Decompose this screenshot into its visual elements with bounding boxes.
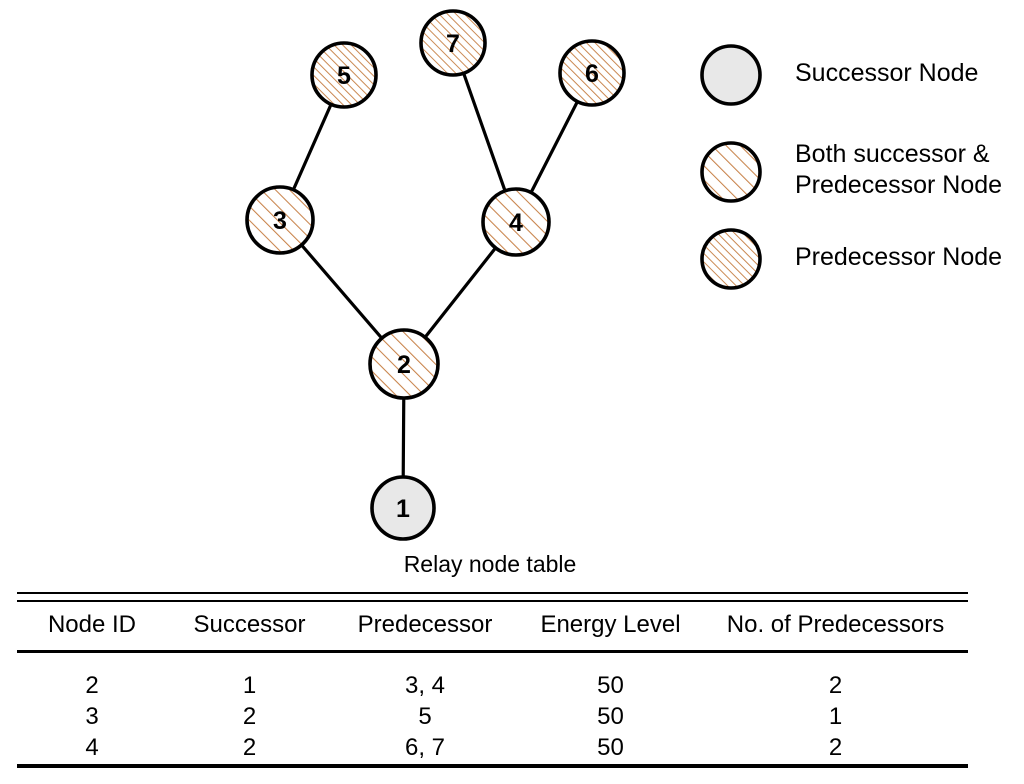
cell-node-id: 2 <box>85 672 99 699</box>
cell-energy-level: 50 <box>597 672 624 699</box>
cell-predecessor: 3, 4 <box>404 672 446 699</box>
node-label-4: 4 <box>509 209 523 237</box>
graph-node-2[interactable]: 2 <box>368 328 440 400</box>
node-label-7: 7 <box>446 30 460 58</box>
legend-label-both: Both successor & Predecessor Node <box>795 140 1003 199</box>
node-label-2: 2 <box>397 351 411 379</box>
node-label-1: 1 <box>396 495 410 523</box>
legend-circle-node-icon-1 <box>700 141 762 203</box>
column-header-predecessor: Predecessor <box>357 611 493 638</box>
table-header-row: Node ID Successor Predecessor Energy Lev… <box>17 602 968 650</box>
node-circle-2 <box>368 328 440 400</box>
graph-edge-1-2 <box>401 395 406 480</box>
table-header-rule <box>17 650 968 653</box>
legend-label-predecessor: Predecessor Node <box>795 243 1003 271</box>
legend-icons <box>700 44 762 290</box>
graph-nodes: 1 2 3 4 5 6 7 <box>245 9 626 541</box>
cell-no-of-predecessors: 2 <box>828 672 843 699</box>
cell-successor: 2 <box>242 703 257 730</box>
column-header-node-id: Node ID <box>47 611 137 638</box>
network-graph: 1 2 3 4 5 6 7 <box>245 9 762 541</box>
node-label-6: 6 <box>585 60 599 88</box>
legend-circle-node-icon-0 <box>700 44 762 106</box>
node-label-3: 3 <box>273 207 287 235</box>
cell-no-of-predecessors: 1 <box>828 703 843 730</box>
node-circle-4 <box>481 187 551 257</box>
node-circle-7 <box>419 9 487 77</box>
legend-circle-node-icon-2 <box>700 228 762 290</box>
cell-node-id: 4 <box>85 734 99 761</box>
graph-edge-2-4 <box>422 245 498 340</box>
node-circle-6 <box>558 39 626 107</box>
column-header-energy-level: Energy Level <box>540 611 681 638</box>
graph-edge-4-7 <box>461 70 507 194</box>
cell-energy-level: 50 <box>597 703 624 730</box>
node-circle-1 <box>370 475 436 541</box>
cell-node-id: 3 <box>85 703 99 730</box>
graph-node-5[interactable]: 5 <box>310 41 378 109</box>
graph-node-4[interactable]: 4 <box>481 187 551 257</box>
node-label-5: 5 <box>337 62 351 90</box>
table-row: 2 1 3, 4 50 2 <box>17 671 968 702</box>
table-top-rule <box>17 592 968 602</box>
graph-edge-2-3 <box>299 242 385 341</box>
graph-node-6[interactable]: 6 <box>558 39 626 107</box>
table-row: 3 2 5 50 1 <box>17 702 968 733</box>
cell-successor: 1 <box>242 672 257 699</box>
table-header-spacer <box>17 653 968 671</box>
cell-successor: 2 <box>242 734 257 761</box>
relay-node-table: Node ID Successor Predecessor Energy Lev… <box>17 592 968 768</box>
cell-predecessor: 5 <box>418 703 432 730</box>
legend-label-successor: Successor Node <box>795 59 979 87</box>
table-title: Relay node table <box>403 551 577 577</box>
cell-energy-level: 50 <box>597 734 624 761</box>
table-row: 4 2 6, 7 50 2 <box>17 733 968 764</box>
column-header-successor: Successor <box>193 611 306 638</box>
cell-no-of-predecessors: 2 <box>828 734 843 761</box>
cell-predecessor: 6, 7 <box>404 734 446 761</box>
graph-edge-3-5 <box>291 101 334 193</box>
graph-edges <box>291 70 580 480</box>
graph-node-3[interactable]: 3 <box>245 185 315 255</box>
table-bottom-rule <box>17 764 968 768</box>
node-circle-5 <box>310 41 378 109</box>
graph-node-1[interactable]: 1 <box>370 475 436 541</box>
node-circle-3 <box>245 185 315 255</box>
column-header-no-of-predecessors: No. of Predecessors <box>726 611 945 638</box>
graph-node-7[interactable]: 7 <box>419 9 487 77</box>
graph-edge-4-6 <box>528 99 580 196</box>
